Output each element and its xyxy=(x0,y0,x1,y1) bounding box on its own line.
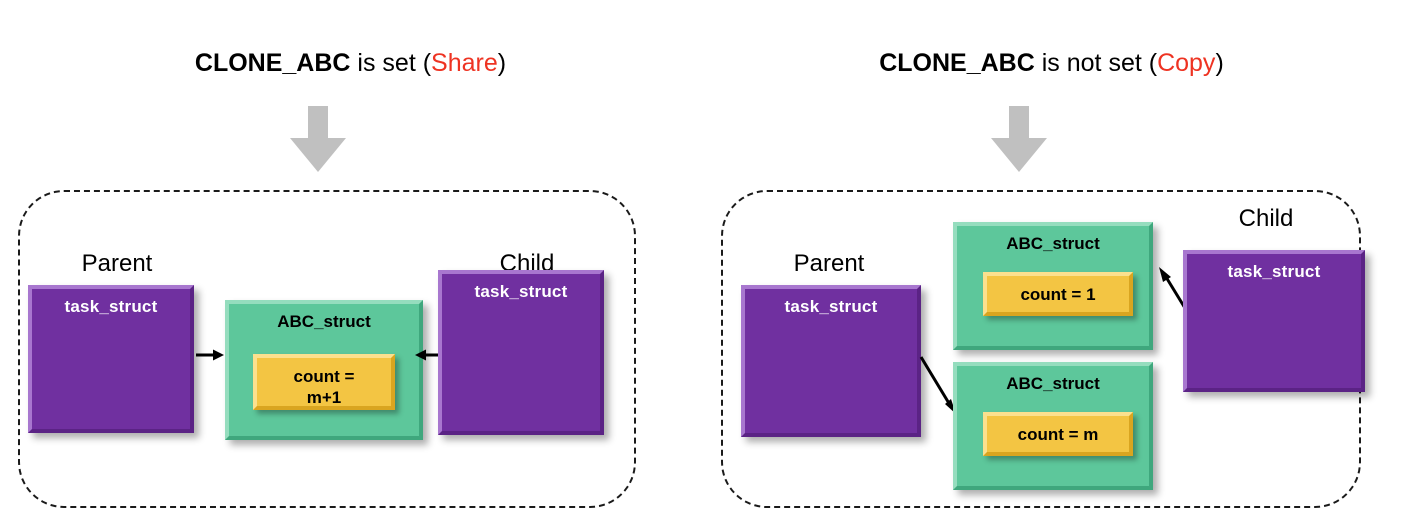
count-box-top-copy: count = 1 xyxy=(983,272,1133,316)
child-task-struct-box-share: task_struct xyxy=(438,270,604,435)
parent-task-struct-box-copy: task_struct xyxy=(741,285,921,437)
child-task-struct-label-copy: task_struct xyxy=(1227,262,1321,281)
title-middle-text-copy: is not set ( xyxy=(1034,49,1158,77)
abc-struct-box-share: ABC_struct count = m+1 xyxy=(225,300,423,440)
abc-struct-label-share: ABC_struct xyxy=(277,312,371,331)
parent-task-struct-label-copy: task_struct xyxy=(784,297,878,316)
parent-caption-share: Parent xyxy=(81,250,153,277)
share-group-boundary xyxy=(18,190,636,508)
parent-caption-copy: Parent xyxy=(793,250,865,277)
panel-copy-title: CLONE_ABC is not set (Copy) xyxy=(701,48,1402,78)
clone-flag-name: CLONE_ABC xyxy=(194,49,351,77)
title-accent-text-copy: Copy xyxy=(1157,49,1216,77)
count-label-top-copy: count = 1 xyxy=(1020,285,1096,304)
panel-copy: CLONE_ABC is not set (Copy) Parent task_… xyxy=(701,0,1402,526)
child-task-struct-label-share: task_struct xyxy=(474,282,568,301)
title-middle-text: is set ( xyxy=(350,49,432,77)
parent-task-struct-box-share: task_struct xyxy=(28,285,194,433)
title-suffix-text: ) xyxy=(497,49,507,77)
count-box-share: count = m+1 xyxy=(253,354,395,410)
panel-share-title: CLONE_ABC is set (Share) xyxy=(0,48,701,78)
down-arrow-icon-copy xyxy=(991,106,1047,172)
abc-struct-label-bottom-copy: ABC_struct xyxy=(1006,374,1100,393)
parent-task-struct-label-share: task_struct xyxy=(64,297,158,316)
abc-struct-label-top-copy: ABC_struct xyxy=(1006,234,1100,253)
clone-flag-name-copy: CLONE_ABC xyxy=(879,49,1035,77)
panel-share: CLONE_ABC is set (Share) Parent task_str… xyxy=(0,48,701,508)
abc-struct-box-bottom-copy: ABC_struct count = m xyxy=(953,362,1153,490)
child-task-struct-box-copy: task_struct xyxy=(1183,250,1365,392)
title-accent-text: Share xyxy=(431,49,498,77)
count-label-share: count = m+1 xyxy=(293,367,355,407)
count-box-bottom-copy: count = m xyxy=(983,412,1133,456)
down-arrow-icon xyxy=(290,106,346,172)
child-caption-copy: Child xyxy=(1238,205,1294,232)
count-label-bottom-copy: count = m xyxy=(1017,425,1099,444)
abc-struct-box-top-copy: ABC_struct count = 1 xyxy=(953,222,1153,350)
title-suffix-text-copy: ) xyxy=(1215,49,1224,77)
